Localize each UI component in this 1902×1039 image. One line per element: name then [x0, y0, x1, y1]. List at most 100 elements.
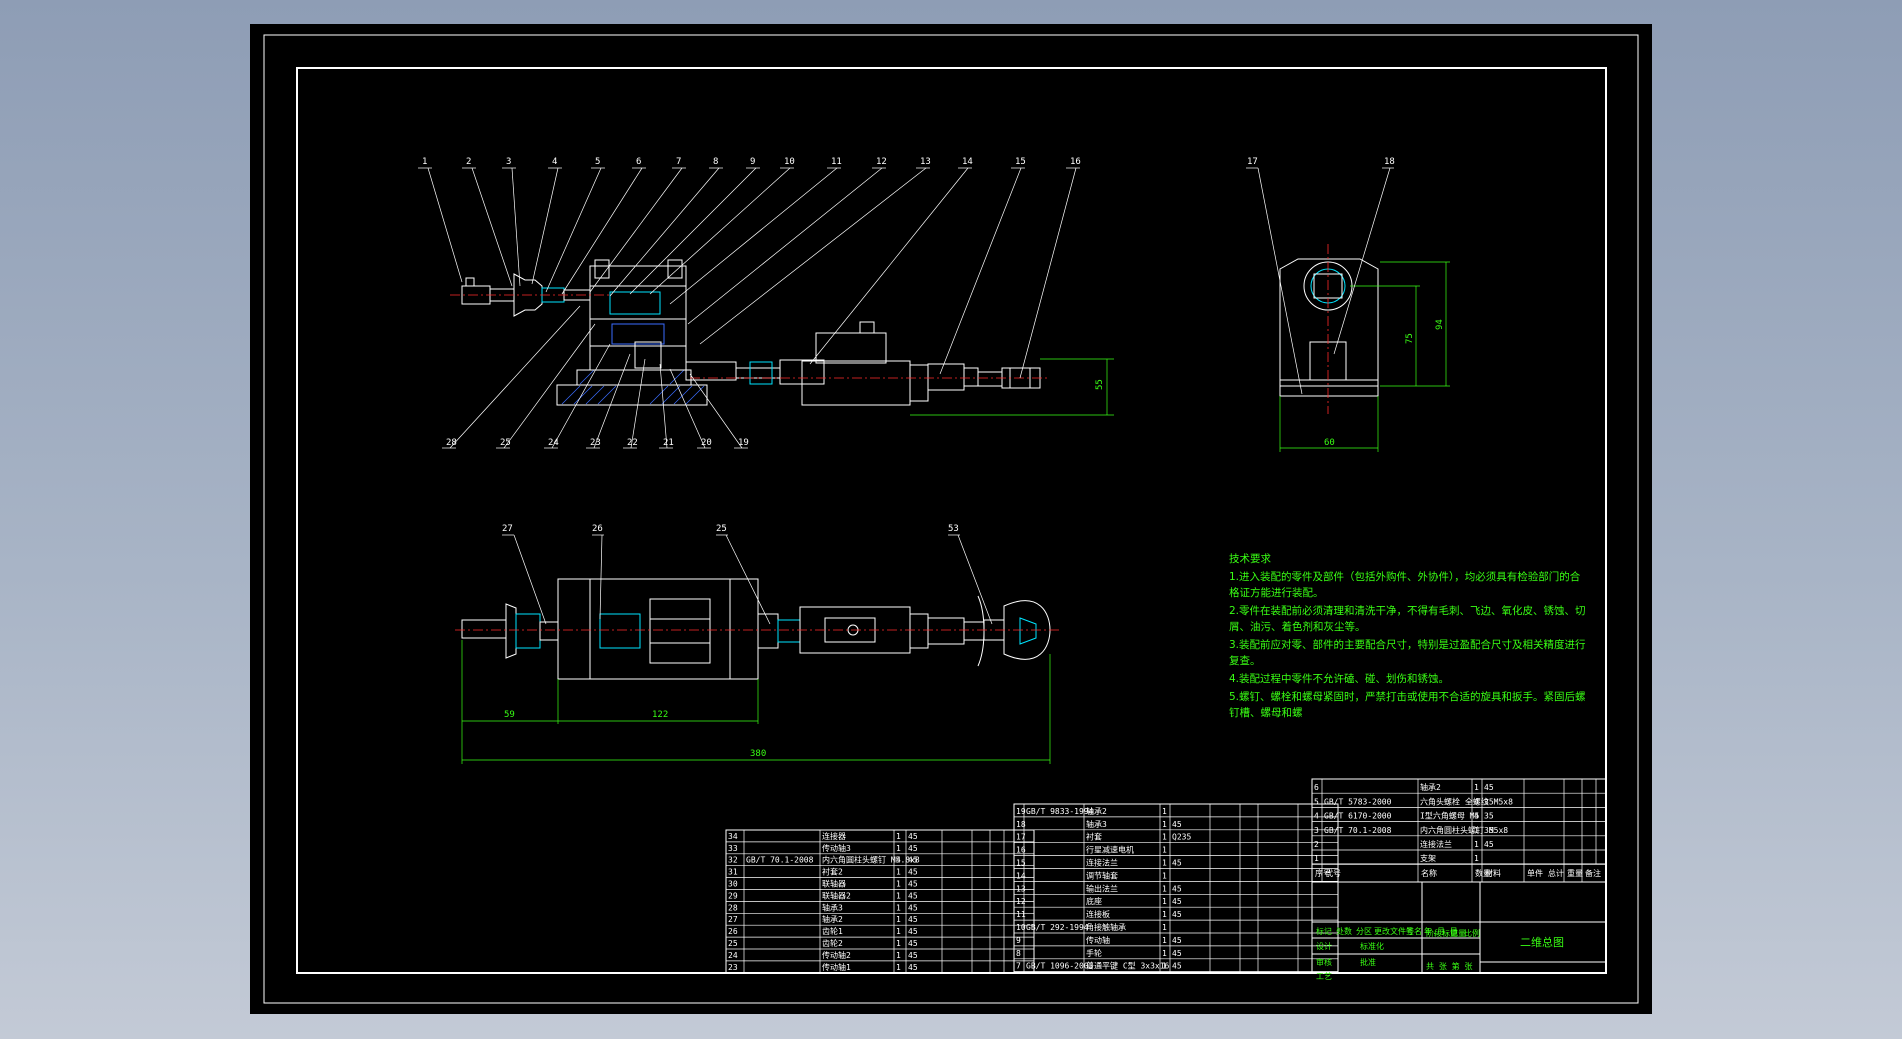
- tb-design: 设计: [1316, 941, 1332, 951]
- balloon-17: 17: [1247, 157, 1258, 167]
- bom-cell: 1: [1162, 859, 1167, 868]
- bom-cell: 连接法兰: [1420, 839, 1452, 849]
- bom-cell: 45: [1172, 884, 1182, 893]
- handwheel-hub: [513, 273, 543, 317]
- bom-cell: 32: [728, 856, 738, 865]
- bom-cell: GB/T 292-1994: [1026, 923, 1089, 932]
- bom-cell: 35: [1484, 826, 1494, 835]
- bom-cell: 1: [1162, 884, 1167, 893]
- dim-top-left: 59: [504, 710, 515, 720]
- balloon-53: 53: [948, 524, 959, 534]
- bom-cell: 内六角圆柱头螺钉 M5.8x8: [822, 855, 920, 865]
- bom-cell: 齿轮2: [822, 938, 843, 948]
- bom-cell: 1: [1162, 910, 1167, 919]
- balloon-4: 4: [552, 157, 557, 167]
- bom-cell: 4: [1474, 812, 1479, 821]
- bom-cell: 1: [1162, 897, 1167, 906]
- bom-cell: 角接触轴承: [1086, 922, 1126, 932]
- bom-header-cell: 单件 总计: [1527, 868, 1564, 878]
- bom-cell: 27: [728, 915, 738, 924]
- bom-cell: 16: [1016, 846, 1026, 855]
- top-dims: [461, 640, 1051, 764]
- tb-label: 标记: [1316, 926, 1332, 936]
- bom-cell: 29: [728, 891, 738, 900]
- bom-cell: 45: [1172, 962, 1182, 971]
- balloon-10: 10: [784, 157, 795, 167]
- note-line: 5.螺钉、螺栓和螺母紧固时，严禁打击或使用不合适的旋具和扳手。紧固后螺: [1229, 690, 1586, 703]
- side-view: [1279, 258, 1379, 397]
- balloon-22: 22: [627, 438, 638, 448]
- note-line: 4.装配过程中零件不允许磕、碰、划伤和锈蚀。: [1229, 672, 1449, 685]
- bom-cell: 45: [1484, 783, 1494, 792]
- balloon-20: 20: [701, 438, 712, 448]
- bom-cell: 45: [1172, 820, 1182, 829]
- note-line: 1.进入装配的零件及部件（包括外购件、外协件），均必须具有检验部门的合: [1229, 570, 1581, 583]
- bom-cell: 1: [1474, 840, 1479, 849]
- bom-cell: 衬套2: [822, 867, 843, 877]
- bom-cell: 1: [1162, 846, 1167, 855]
- bom-cell: 联轴器: [822, 879, 846, 889]
- dim-side-width: 60: [1324, 438, 1335, 448]
- bom-cell: 5: [1314, 797, 1319, 806]
- bom-cell: 手轮: [1086, 948, 1102, 958]
- bom-cell: GB/T 9833-1994: [1026, 807, 1094, 816]
- bom-cell: 1: [896, 927, 901, 936]
- bom-cell: 8: [1016, 949, 1021, 958]
- dim-front-height: 55: [1095, 379, 1105, 390]
- bom-cell: 传动轴1: [822, 962, 851, 972]
- bom-cell: 1: [1162, 923, 1167, 932]
- bom-cell: 行星减速电机: [1086, 845, 1134, 855]
- balloon-28: 28: [446, 438, 457, 448]
- bom-cell: 45: [1484, 840, 1494, 849]
- bom-cell: 23: [728, 963, 738, 972]
- bom-cell: Q235: [1172, 833, 1191, 842]
- bom-header-cell: 备注: [1585, 868, 1601, 878]
- balloon-12: 12: [876, 157, 887, 167]
- tb-scale: 比例: [1464, 928, 1480, 938]
- front-dim: [910, 358, 1114, 416]
- bom-cell: 35: [1484, 812, 1494, 821]
- bom-cell: 1: [1474, 854, 1479, 863]
- side-dims: [1279, 261, 1450, 452]
- cad-drawing: 55 1 2 3 4 5 6 7 8 9 10 11 12 13 14 15 1…: [263, 34, 1639, 1004]
- top-coupling: [927, 617, 965, 645]
- top-housing: [557, 578, 759, 680]
- bom-cell: 45: [908, 880, 918, 889]
- bom-cell: 26: [728, 927, 738, 936]
- bom-cell: 1: [1474, 826, 1479, 835]
- bom-cell: 轴承3: [1086, 819, 1107, 829]
- bom-header-cell: 数量: [1475, 868, 1491, 878]
- bom-cell: 45: [908, 939, 918, 948]
- balloon-6: 6: [636, 157, 641, 167]
- bom-cell: 1: [1314, 854, 1319, 863]
- bom-header-cell: 名称: [1421, 868, 1437, 878]
- bom-cell: 齿轮1: [822, 926, 843, 936]
- dim-top-mid: 122: [652, 710, 668, 720]
- balloon-18: 18: [1384, 157, 1395, 167]
- balloon-15: 15: [1015, 157, 1026, 167]
- tb-check: 审核: [1316, 957, 1332, 967]
- top-left-shaft: [461, 619, 507, 639]
- bom-cell: 1: [896, 963, 901, 972]
- bom-cell: 7: [1016, 962, 1021, 971]
- bom-cell: 普通平键 C型 3x3x16: [1086, 961, 1170, 971]
- bom-cell: 17: [1016, 833, 1026, 842]
- bom-cell: 14: [1016, 871, 1026, 880]
- bom-cell: 34: [728, 832, 738, 841]
- bom-cell: 45: [908, 844, 918, 853]
- dim-side-height-b: 94: [1435, 319, 1445, 330]
- base-hatch: [561, 369, 705, 405]
- bom-cell: 11: [1016, 910, 1026, 919]
- notes-heading: 技术要求: [1229, 552, 1271, 565]
- balloon-11: 11: [831, 157, 842, 167]
- bom-cell: 衬套: [1086, 832, 1102, 842]
- lower-gear: [611, 323, 665, 345]
- bom-cell: 传动轴3: [822, 843, 851, 853]
- balloon-13: 13: [920, 157, 931, 167]
- bom-header-cell: 序号: [1315, 868, 1331, 878]
- bom-cell: 1: [896, 868, 901, 877]
- bom-cell: 1: [1162, 833, 1167, 842]
- note-line: 3.装配前应对零、部件的主要配合尺寸，特别是过盈配合尺寸及相关精度进行: [1229, 638, 1586, 651]
- bom-cell: 1: [896, 903, 901, 912]
